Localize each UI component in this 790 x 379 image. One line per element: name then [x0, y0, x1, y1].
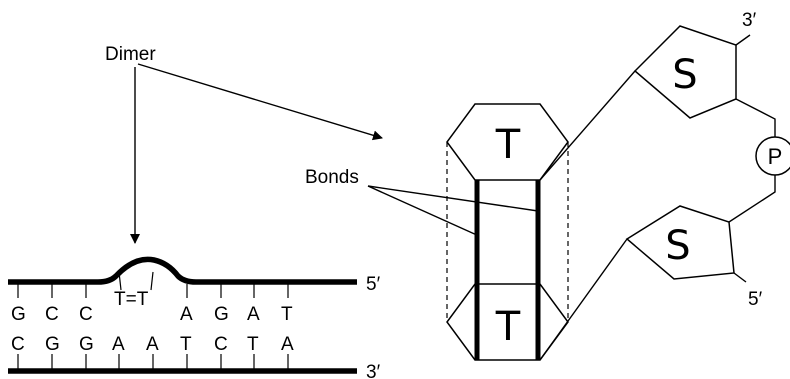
top-sugar-tail	[735, 34, 751, 46]
top-glycosidic-bond	[539, 70, 636, 181]
bottom-base: T	[180, 334, 192, 355]
top-base: A	[180, 304, 193, 325]
bottom-base: G	[45, 334, 60, 355]
bottom-base: G	[79, 334, 94, 355]
bottom-strand-bases: C G G A A T C T A	[11, 334, 294, 355]
top-sugar-ring	[633, 25, 737, 119]
bonds-label: Bonds	[305, 167, 359, 188]
bottom-sugar-letter: S	[665, 223, 690, 269]
phosphate-circle	[755, 136, 790, 176]
top-base-letter: T	[495, 122, 521, 168]
bottom-strand-ticks	[17, 354, 289, 369]
top-base: G	[11, 304, 26, 325]
bond-pointer-2	[367, 185, 539, 212]
phosphate-letter: P	[768, 144, 783, 169]
top-strand-ticks	[17, 271, 289, 298]
phosphate-link-top	[735, 98, 776, 137]
bottom-sugar-tail	[733, 272, 747, 283]
bottom-base: A	[281, 334, 294, 355]
bottom-base: C	[214, 334, 228, 355]
bond-pointer-1	[367, 185, 480, 237]
bottom-strand-end-label: 3′	[366, 362, 381, 379]
top-strand-end-label: 5′	[366, 274, 381, 295]
top-base: C	[79, 304, 93, 325]
top-sugar-letter: S	[672, 52, 697, 98]
bottom-sugar-end-label: 5′	[748, 289, 763, 310]
top-backbone	[8, 256, 357, 285]
dna-strand-schematic: 5′ G C C A G A T T=T C G G A	[8, 256, 381, 379]
top-base: A	[247, 304, 260, 325]
top-base: G	[214, 304, 229, 325]
bottom-glycosidic-bond	[539, 238, 628, 361]
top-base: T	[281, 304, 293, 325]
bottom-sugar-ring	[625, 205, 735, 280]
bottom-base: A	[146, 334, 159, 355]
dimer-pair-label: T=T	[114, 289, 149, 310]
bottom-base: T	[247, 334, 259, 355]
molecular-structure: T T S 3′ S 5′ P	[446, 10, 790, 361]
phosphate-link-bottom	[728, 175, 776, 223]
top-base: C	[45, 304, 59, 325]
dimer-label: Dimer	[105, 44, 156, 65]
bottom-base-letter: T	[495, 304, 521, 350]
bottom-base: C	[11, 334, 25, 355]
bottom-base: A	[112, 334, 125, 355]
dimer-arrow-right	[137, 63, 383, 141]
top-sugar-end-label: 3′	[742, 10, 757, 31]
top-strand-bases: G C C A G A T	[11, 304, 293, 325]
